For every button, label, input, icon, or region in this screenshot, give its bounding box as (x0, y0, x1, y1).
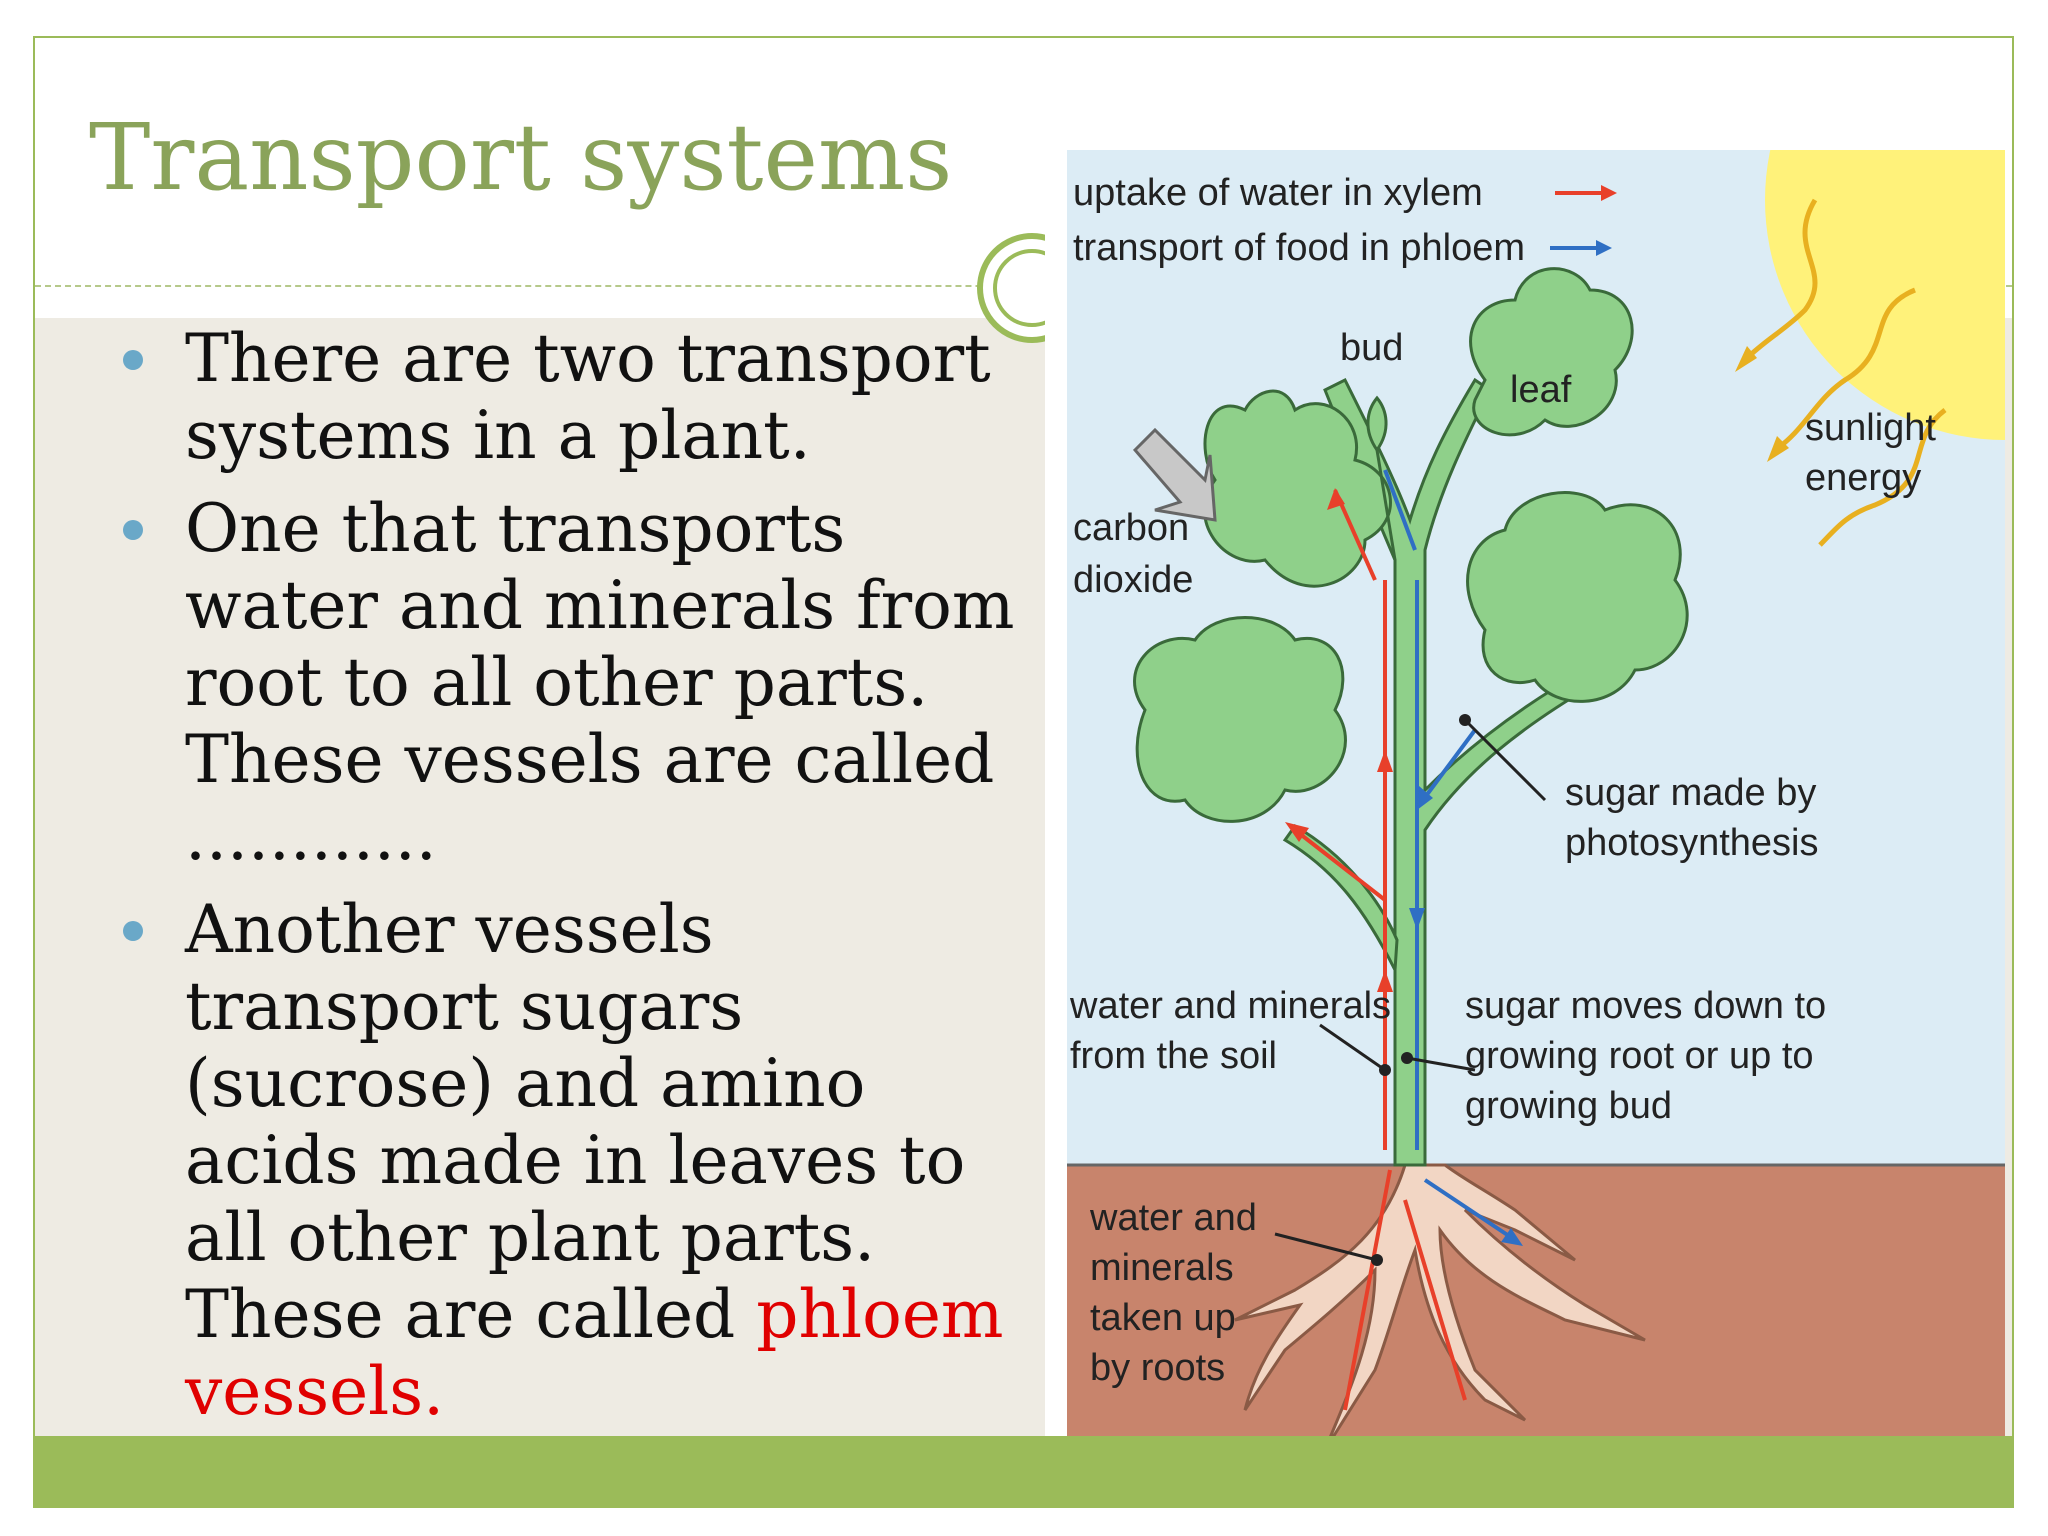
roots-label-line3: taken up (1090, 1297, 1236, 1339)
xylem-flow-line (1293, 828, 1387, 902)
pointer-line (1319, 1023, 1386, 1072)
pointer-dot (1371, 1254, 1383, 1266)
bullet-text: There are two transport systems in a pla… (185, 320, 991, 474)
carbon-dioxide-arrow-icon (1132, 427, 1217, 522)
sunlight-label-line2: energy (1805, 457, 1921, 499)
xylem-flow-line (1403, 1199, 1467, 1401)
sun-ray-icon (1773, 287, 1916, 453)
sun-ray-icon (1818, 408, 1947, 547)
roots-label-line1: water and (1089, 1197, 1257, 1239)
leaf-icon (1133, 616, 1347, 823)
leaf-icon (1466, 491, 1689, 703)
sun-ray-arrow (1735, 346, 1757, 372)
roots-label-line4: by roots (1090, 1347, 1225, 1389)
water-soil-label-line2: from the soil (1070, 1035, 1277, 1077)
legend-phloem-arrowhead (1596, 240, 1612, 256)
sun-ray-icon (1743, 198, 1818, 362)
legend-xylem-arrowhead (1601, 185, 1617, 201)
pointer-line (1274, 1232, 1378, 1262)
slide-title: Transport systems (89, 104, 953, 211)
pointer-line (1406, 1056, 1476, 1072)
sugar-moves-label-line1: sugar moves down to (1465, 985, 1826, 1027)
sugar-label-line1: sugar made by (1565, 772, 1816, 814)
co2-label-line2: dioxide (1073, 559, 1193, 601)
slide: Transport systems There are two transpor… (33, 36, 2014, 1508)
sunlight-label-line1: sunlight (1805, 407, 1936, 449)
bullet-text: One that transports water and minerals f… (185, 490, 1015, 875)
pointer-dot (1459, 714, 1471, 726)
bud-label: bud (1340, 327, 1403, 369)
sun-ray-arrow (1767, 436, 1789, 462)
legend-phloem-label: transport of food in phloem (1073, 227, 1525, 269)
co2-label-line1: carbon (1073, 507, 1189, 549)
left-branch-icon (1282, 824, 1399, 976)
xylem-arrowhead (1285, 822, 1309, 842)
water-soil-label-line1: water and minerals (1069, 985, 1391, 1027)
xylem-arrowhead (1327, 488, 1345, 510)
leaf-label: leaf (1510, 369, 1572, 411)
legend-xylem-label: uptake of water in xylem (1073, 172, 1483, 214)
bullet-item: There are two transport systems in a pla… (93, 320, 1023, 474)
sugar-moves-label-line3: growing bud (1465, 1085, 1672, 1127)
sun-icon (1765, 150, 2005, 440)
bullet-item: One that transports water and minerals f… (93, 490, 1023, 875)
diagram-svg: uptake of water in xylem transport of fo… (1067, 150, 2005, 1451)
bullet-list: There are two transport systems in a pla… (93, 320, 1023, 1446)
sugar-label-line2: photosynthesis (1565, 822, 1819, 864)
leaf-icon (1469, 267, 1634, 437)
xylem-arrowhead (1377, 750, 1393, 772)
bullet-dot-icon (123, 350, 143, 370)
roots-icon (1234, 1163, 1646, 1451)
phloem-flow-line (1383, 469, 1417, 551)
phloem-flow-line (1423, 1178, 1517, 1242)
phloem-arrowhead (1409, 908, 1425, 930)
xylem-flow-line (1343, 1169, 1392, 1411)
xylem-arrowhead (1377, 970, 1393, 992)
highlight-phloem: phloem vessels. (185, 1276, 1004, 1430)
pointer-dot (1401, 1052, 1413, 1064)
phloem-arrowhead (1417, 786, 1433, 810)
phloem-flow-line (1421, 728, 1477, 802)
bottom-accent-bar (35, 1436, 2012, 1506)
bullet-text: Another vessels transport sugars (sucros… (185, 891, 966, 1353)
roots-label-line2: minerals (1090, 1247, 1234, 1289)
pointer-dot (1379, 1064, 1391, 1076)
bud-icon (1366, 395, 1388, 453)
pointer-line (1463, 718, 1547, 802)
bullet-dot-icon (123, 921, 143, 941)
bud-stem (1375, 449, 1397, 561)
phloem-arrowhead (1501, 1228, 1523, 1246)
bullet-item: Another vessels transport sugars (sucros… (93, 891, 1023, 1430)
sugar-moves-label-line2: growing root or up to (1465, 1035, 1814, 1077)
plant-transport-diagram: uptake of water in xylem transport of fo… (1045, 110, 2005, 1480)
bullet-dot-icon (123, 520, 143, 540)
